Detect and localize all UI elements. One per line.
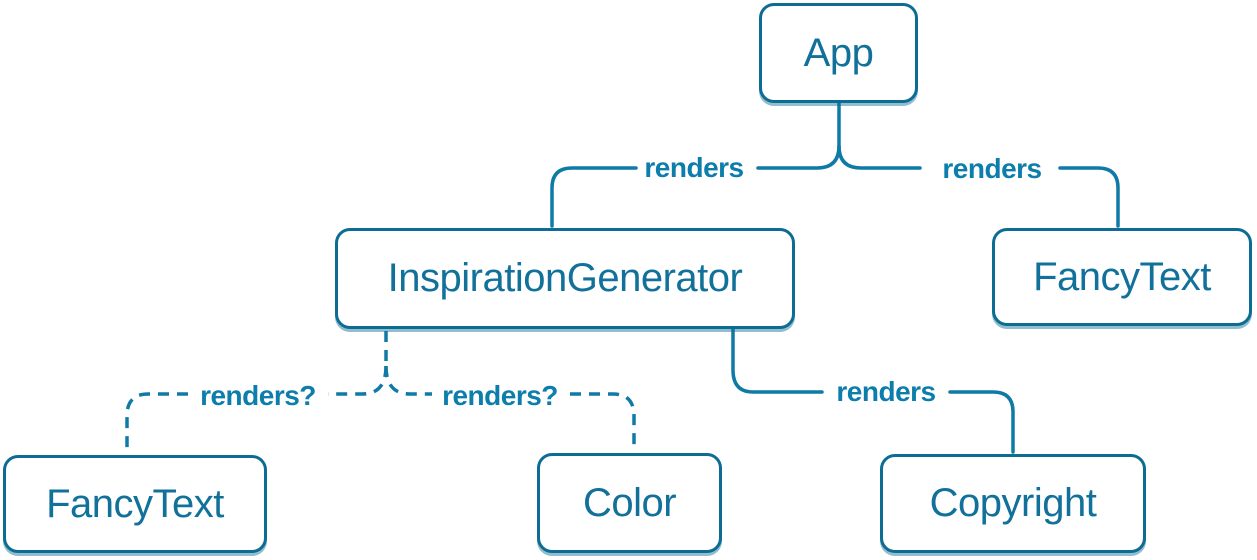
node-copyright: Copyright	[880, 454, 1146, 553]
edge-inspiration-copyright-line-b	[948, 390, 1015, 454]
node-color-label: Color	[582, 480, 677, 525]
node-color: Color	[537, 453, 722, 553]
node-copyright-label: Copyright	[929, 481, 1097, 525]
edge-inspiration-copyright-line-a	[731, 327, 824, 394]
node-app-label: App	[803, 30, 874, 75]
edge-conditional-left-a	[328, 365, 388, 396]
edge-label-app-fancytext: renders	[942, 153, 1042, 184]
edge-app-inspiration-line	[550, 166, 638, 228]
edge-app-split-right	[837, 144, 922, 170]
edge-app-fancytext-line	[1058, 166, 1120, 228]
node-fancytext-bottom: FancyText	[3, 455, 267, 553]
edge-conditional-left-b	[125, 392, 188, 452]
node-fancytext-top-label: FancyText	[1033, 254, 1211, 299]
edge-conditional-right-b	[570, 392, 636, 450]
node-inspiration-generator: InspirationGenerator	[335, 228, 795, 329]
edge-conditional-right-a	[384, 365, 432, 396]
node-app: App	[759, 3, 918, 103]
edge-label-inspiration-fancytext: renders?	[200, 380, 316, 411]
edge-label-inspiration-color: renders?	[442, 380, 558, 411]
node-fancytext-bottom-label: FancyText	[46, 481, 224, 526]
edge-label-app-inspiration: renders	[644, 152, 744, 183]
edge-app-split-left	[756, 101, 841, 170]
edge-label-inspiration-copyright: renders	[836, 376, 936, 407]
node-fancytext-top: FancyText	[992, 228, 1252, 326]
node-inspiration-generator-label: InspirationGenerator	[387, 256, 743, 300]
